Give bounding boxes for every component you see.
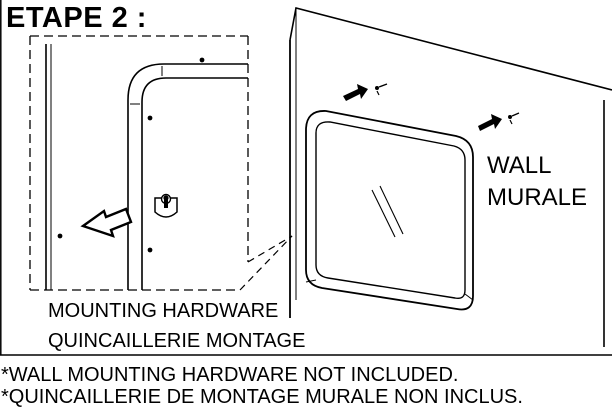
glass-reflection-line [379, 185, 404, 235]
detail-frame-outer [127, 63, 248, 290]
mirror-frame-outer [305, 110, 474, 311]
glass-reflection-line [371, 189, 396, 238]
hardware-label-en: MOUNTING HARDWARE [48, 300, 279, 322]
mirror [305, 110, 474, 311]
keyhole-bracket-icon [154, 193, 178, 218]
footnote-fr: *QUINCAILLERIE DE MONTAGE MURALE NON INC… [1, 386, 523, 408]
insert-arrow-icon [478, 114, 502, 131]
wall-label-fr: MURALE [487, 184, 588, 211]
step-title: ETAPE 2 : [6, 2, 147, 34]
detail-frame-inner [141, 77, 248, 290]
insert-arrow-icon [343, 84, 368, 101]
footnote-en: *WALL MOUNTING HARDWARE NOT INCLUDED. [1, 364, 459, 386]
pull-direction-arrow [80, 207, 133, 238]
screw-icon [508, 115, 512, 119]
upper-right-wall-screw [478, 112, 520, 131]
mirror-frame-inner [315, 121, 466, 300]
screw-icon [375, 86, 379, 90]
detail-screw-icon [57, 233, 63, 239]
wall-panel [289, 7, 612, 347]
wall-label-en: WALL [487, 152, 552, 179]
hardware-label-fr: QUINCAILLERIE MONTAGE [48, 330, 306, 352]
upper-left-wall-screw [343, 83, 388, 101]
hardware-detail-inset [29, 35, 293, 291]
